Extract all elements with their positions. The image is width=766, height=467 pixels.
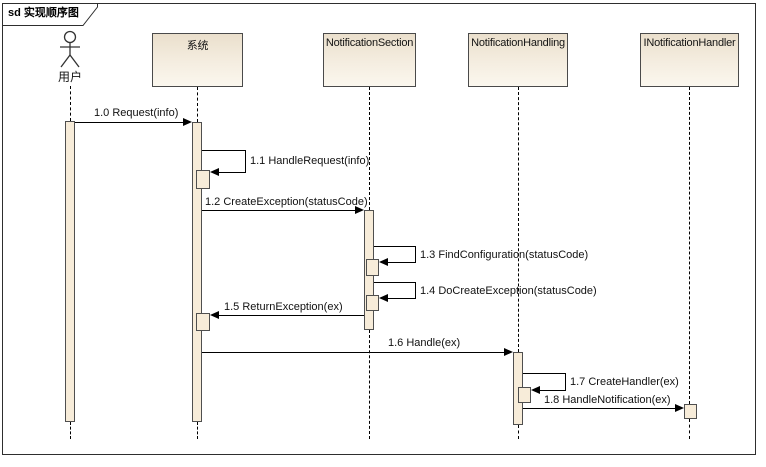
lifeline-user-tail [70,422,71,439]
frame-pentagon-icon [2,3,98,26]
message-line [415,282,416,298]
message-line [565,373,566,390]
message-line [219,172,246,173]
lifeline-head-notification-handling: NotificationHandling [468,33,568,87]
message-line [540,390,566,391]
message-label: 1.1 HandleRequest(info) [250,155,370,167]
actor-icon [56,30,84,75]
activation-notification-section-nested-1 [366,259,379,276]
lifeline-head-notification-section: NotificationSection [323,33,416,87]
message-line [388,262,416,263]
message-label: 1.5 ReturnException(ex) [224,301,343,313]
arrowhead-left-icon [379,294,388,302]
activation-notification-section-nested-2 [366,295,379,311]
frame-label [2,3,98,26]
message-label: 1.0 Request(info) [94,107,179,119]
message-label: 1.4 DoCreateException(statusCode) [420,285,597,297]
arrowhead-left-icon [379,258,388,266]
message-line [245,150,246,172]
arrowhead-right-icon [504,348,513,356]
arrowhead-right-icon [675,404,684,412]
arrowhead-left-icon [210,311,219,319]
message-label: 1.8 HandleNotification(ex) [544,394,671,406]
lifeline-notification-handling [518,87,519,352]
message-label: 1.6 Handle(ex) [388,337,461,349]
diagram-title: sd 实现顺序图 [8,7,79,19]
lifeline-notification-section-tail [369,330,370,439]
message-line [388,298,416,299]
arrowhead-right-icon [355,206,364,214]
lifeline-head-inotification-handler: INotificationHandler [640,33,739,87]
lifeline-system-tail [197,422,198,439]
lifeline-user [70,86,71,121]
message-line [374,246,415,247]
lifeline-head-user: 用户 [57,70,82,84]
activation-user [65,121,75,422]
message-line [75,122,184,123]
message-line [219,315,364,316]
activation-inotification-handler [684,404,697,419]
activation-system-nested-2 [196,313,210,331]
lifeline-system [197,87,198,122]
message-line [415,246,416,262]
message-line [523,408,675,409]
message-line [374,282,415,283]
message-label: 1.3 FindConfiguration(statusCode) [420,249,589,261]
message-label: 1.7 CreateHandler(ex) [570,376,679,388]
activation-notification-handling-nested-1 [518,387,531,403]
arrowhead-left-icon [531,386,540,394]
message-line [523,373,565,374]
message-line [202,352,504,353]
arrowhead-right-icon [183,118,192,126]
lifeline-head-system: 系统 [152,33,243,87]
activation-system [192,122,202,422]
lifeline-notification-section [369,87,370,210]
message-line [202,150,245,151]
message-line [202,210,355,211]
message-label: 1.2 CreateException(statusCode) [205,196,368,208]
lifeline-inotification-handler [689,87,690,404]
arrowhead-left-icon [210,168,219,176]
activation-system-nested-1 [196,170,210,189]
lifeline-notification-handling-tail [518,425,519,439]
lifeline-inotification-handler-tail [689,419,690,439]
